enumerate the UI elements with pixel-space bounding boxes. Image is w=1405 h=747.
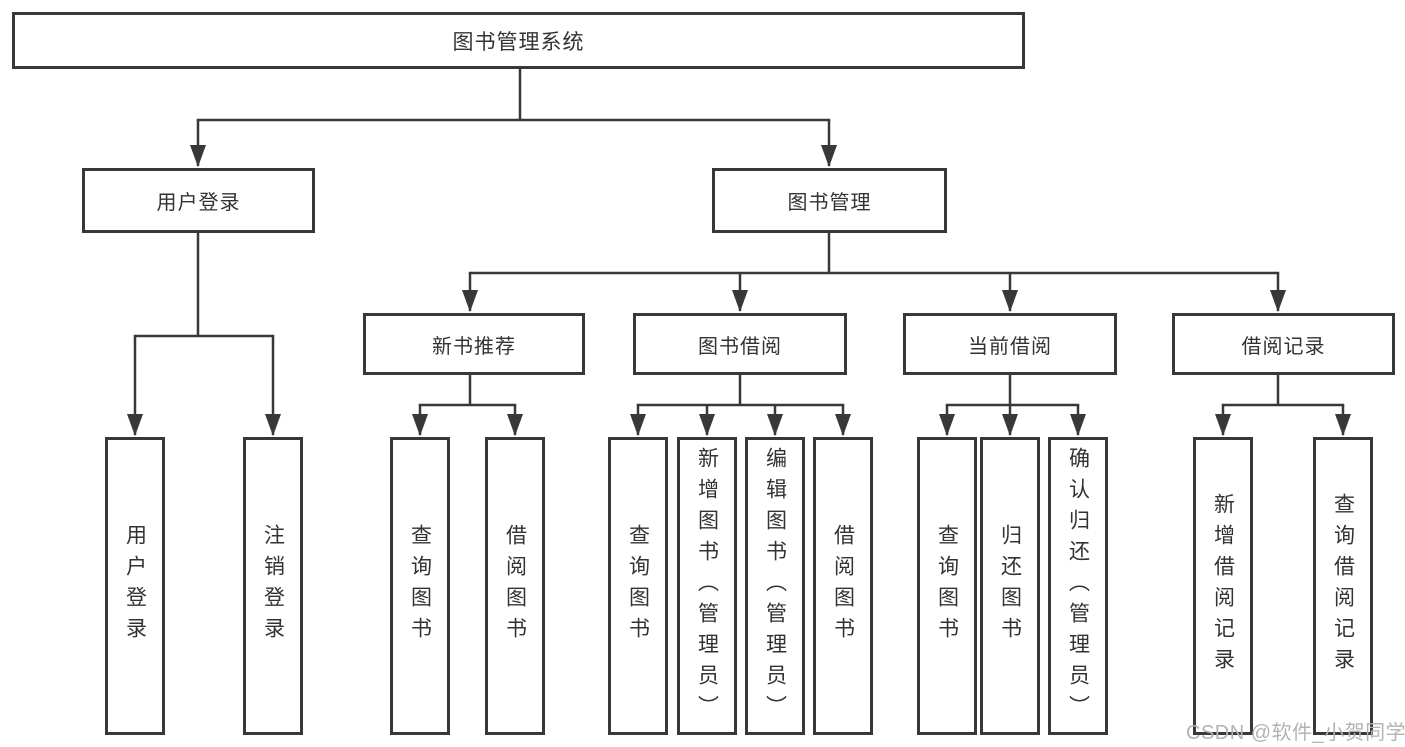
leaf-confirm-return-admin: 确认归还（管理员） [1048, 437, 1108, 735]
node-current-borrowing: 当前借阅 [903, 313, 1117, 375]
branch-user-login [127, 233, 281, 436]
leaf-query-books-newbook: 查询图书 [390, 437, 450, 735]
node-label: 图书管理系统 [452, 30, 585, 54]
branch-current-borrowing [939, 374, 1086, 436]
leaf-label: 查询图书 [408, 524, 432, 648]
branch-root [190, 68, 837, 167]
node-label: 用户登录 [156, 192, 241, 214]
node-new-book-recommendation: 新书推荐 [363, 313, 585, 375]
leaf-label: 用户登录 [123, 524, 147, 648]
leaf-return-books: 归还图书 [980, 437, 1040, 735]
leaf-label: 编辑图书（管理员） [763, 446, 787, 726]
leaf-add-borrow-record: 新增借阅记录 [1193, 437, 1253, 735]
node-label: 借阅记录 [1241, 335, 1326, 358]
node-label: 图书管理 [787, 192, 872, 214]
leaf-borrow-books-borrowing: 借阅图书 [813, 437, 873, 735]
node-label: 新书推荐 [432, 335, 516, 358]
branch-borrowing-records [1215, 374, 1351, 436]
leaf-label: 借阅图书 [503, 524, 527, 648]
node-label: 当前借阅 [968, 335, 1052, 358]
branch-book-management [462, 233, 1286, 312]
leaf-edit-book-admin: 编辑图书（管理员） [745, 437, 805, 735]
leaf-query-borrow-record: 查询借阅记录 [1313, 437, 1373, 735]
leaf-label: 借阅图书 [831, 524, 855, 648]
leaf-add-book-admin: 新增图书（管理员） [677, 437, 737, 735]
leaf-label: 新增借阅记录 [1211, 493, 1235, 679]
leaf-borrow-books-newbook: 借阅图书 [485, 437, 545, 735]
node-book-management: 图书管理 [712, 168, 947, 233]
node-user-login: 用户登录 [82, 168, 315, 233]
csdn-watermark: CSDN @软件_小贺同学 [1186, 722, 1405, 744]
node-label: 图书借阅 [698, 335, 782, 358]
leaf-label: 新增图书（管理员） [695, 446, 719, 726]
branch-new-book [412, 374, 523, 436]
node-borrowing-records: 借阅记录 [1172, 313, 1395, 375]
leaf-user-login: 用户登录 [105, 437, 165, 735]
leaf-query-books-borrowing: 查询图书 [608, 437, 668, 735]
leaf-query-books-current: 查询图书 [917, 437, 977, 735]
leaf-label: 确认归还（管理员） [1066, 446, 1090, 726]
leaf-label: 查询图书 [626, 524, 650, 648]
leaf-label: 注销登录 [261, 524, 285, 648]
node-book-borrowing: 图书借阅 [633, 313, 847, 375]
leaf-label: 查询图书 [935, 524, 959, 648]
leaf-logout: 注销登录 [243, 437, 303, 735]
branch-book-borrowing [630, 374, 851, 436]
leaf-label: 归还图书 [998, 524, 1022, 648]
leaf-label: 查询借阅记录 [1331, 493, 1355, 679]
node-library-management-system: 图书管理系统 [12, 12, 1025, 69]
